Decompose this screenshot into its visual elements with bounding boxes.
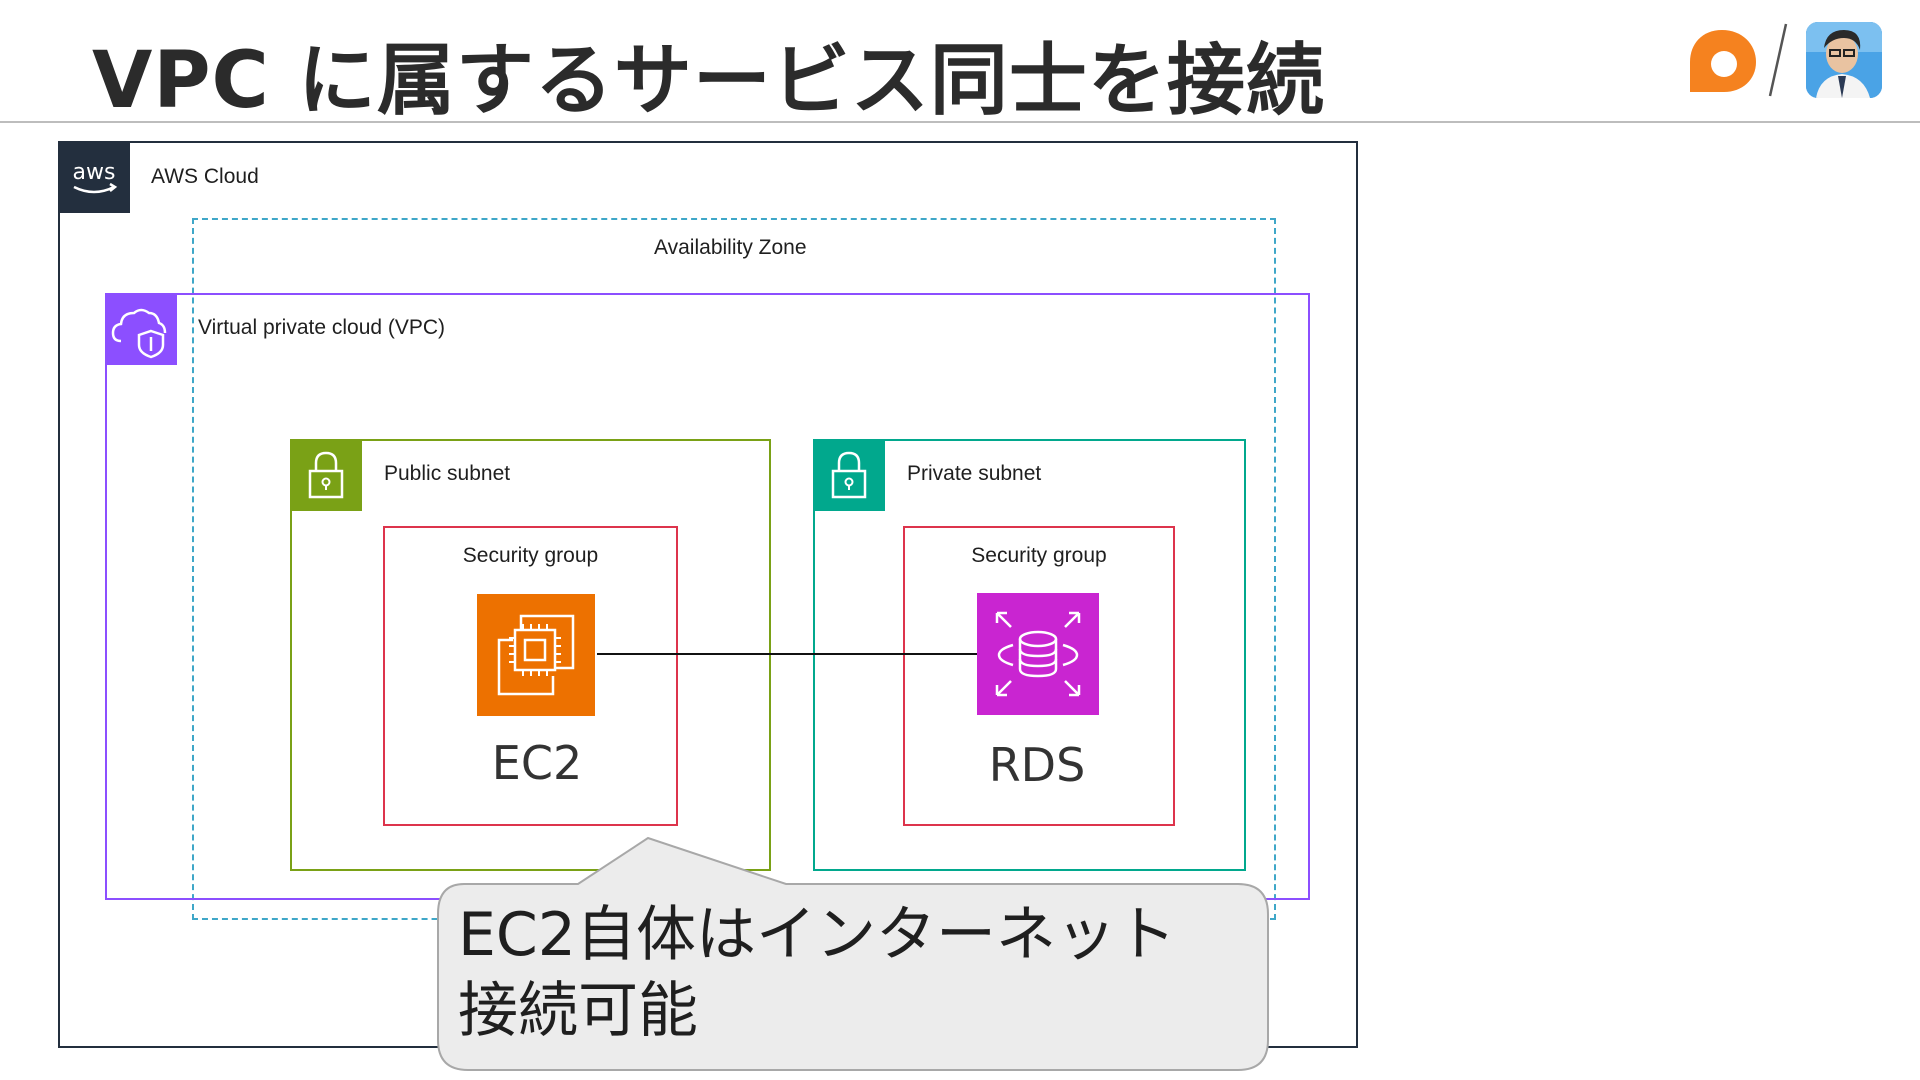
- ec2-chip-icon: [477, 594, 595, 716]
- padlock-icon: [813, 439, 885, 511]
- logo-icon: [1690, 30, 1756, 92]
- page-title: VPC に属するサービス同士を接続: [92, 36, 1325, 126]
- security-group-label-rds: Security group: [971, 544, 1107, 567]
- availability-zone-label: Availability Zone: [654, 236, 807, 259]
- divider-slash: [1768, 23, 1788, 97]
- security-group-label-ec2: Security group: [462, 544, 599, 567]
- rds-database-icon: [977, 593, 1099, 715]
- security-group-rds: [903, 526, 1175, 826]
- private-subnet-label: Private subnet: [907, 462, 1042, 485]
- cloud-shield-icon: [105, 293, 177, 365]
- callout-line-2: 接続可能: [458, 976, 698, 1046]
- rds-label: RDS: [988, 738, 1086, 792]
- security-group-ec2: [383, 526, 678, 826]
- header-divider: [0, 121, 1920, 123]
- ec2-label: EC2: [491, 736, 583, 790]
- callout-line-1: EC2自体はインターネット: [458, 900, 1176, 970]
- padlock-icon: [290, 439, 362, 511]
- public-subnet-label: Public subnet: [384, 462, 511, 485]
- aws-cloud-label: AWS Cloud: [151, 165, 259, 188]
- vpc-label: Virtual private cloud (VPC): [198, 316, 446, 339]
- aws-badge-text: aws: [73, 160, 116, 185]
- aws-logo-icon: aws: [58, 141, 130, 213]
- callout-text: EC2自体はインターネット 接続可能: [458, 897, 1258, 1049]
- avatar: [1806, 22, 1882, 98]
